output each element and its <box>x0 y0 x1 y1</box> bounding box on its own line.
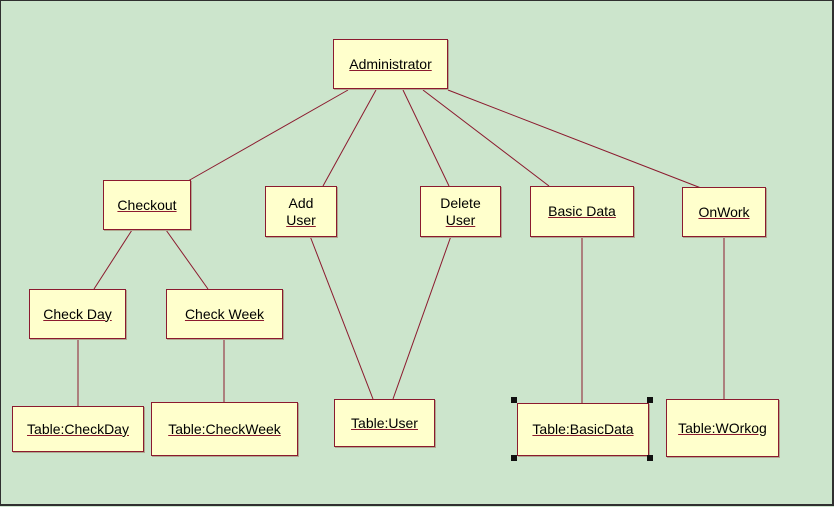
selection-handle-bottom-left[interactable] <box>511 455 517 461</box>
node-table-basicdata-label: Table:BasicData <box>532 421 634 438</box>
node-table-checkweek[interactable]: Table:CheckWeek <box>151 402 298 456</box>
node-add-user[interactable]: Add User <box>265 186 337 237</box>
node-table-basicdata[interactable]: Table:BasicData <box>517 403 649 456</box>
edge-checkout-check-day <box>93 229 133 290</box>
node-onwork-label: OnWork <box>698 203 750 220</box>
node-delete-user-label-line1: Delete <box>440 194 481 211</box>
node-checkout[interactable]: Checkout <box>103 180 191 230</box>
node-table-checkweek-label: Table:CheckWeek <box>168 420 281 437</box>
node-table-user[interactable]: Table:User <box>334 399 435 447</box>
edge-administrator-add-user <box>322 89 377 187</box>
node-table-workog[interactable]: Table:WOrkog <box>666 399 779 457</box>
node-checkout-label: Checkout <box>117 196 177 213</box>
edge-add-user-table-user <box>309 235 374 400</box>
edge-administrator-onwork <box>447 89 702 189</box>
selection-handle-top-right[interactable] <box>647 397 653 403</box>
node-administrator-label: Administrator <box>349 55 432 72</box>
selection-handle-top-left[interactable] <box>511 397 517 403</box>
node-basic-data-label: Basic Data <box>548 203 616 220</box>
node-basic-data[interactable]: Basic Data <box>530 186 634 237</box>
edge-administrator-basic-data <box>422 89 550 187</box>
node-administrator[interactable]: Administrator <box>333 39 448 89</box>
node-add-user-label-line1: Add <box>288 194 314 211</box>
edge-checkout-check-week <box>165 229 209 290</box>
node-onwork[interactable]: OnWork <box>682 187 766 237</box>
node-check-day-label: Check Day <box>43 305 112 322</box>
node-check-week[interactable]: Check Week <box>166 289 283 339</box>
edge-delete-user-table-user <box>392 235 452 400</box>
node-table-user-label: Table:User <box>351 414 418 431</box>
edge-administrator-checkout <box>187 89 349 182</box>
node-table-checkday-label: Table:CheckDay <box>27 420 129 437</box>
node-table-checkday[interactable]: Table:CheckDay <box>12 406 144 452</box>
selection-handle-bottom-right[interactable] <box>647 455 653 461</box>
node-delete-user-label-line2: User <box>445 211 476 228</box>
edge-administrator-delete-user <box>402 89 450 187</box>
node-add-user-label-line2: User <box>286 211 316 228</box>
node-check-week-label: Check Week <box>184 305 265 322</box>
node-delete-user[interactable]: Delete User <box>420 186 501 237</box>
node-check-day[interactable]: Check Day <box>29 289 126 339</box>
node-table-workog-label: Table:WOrkog <box>678 419 767 436</box>
